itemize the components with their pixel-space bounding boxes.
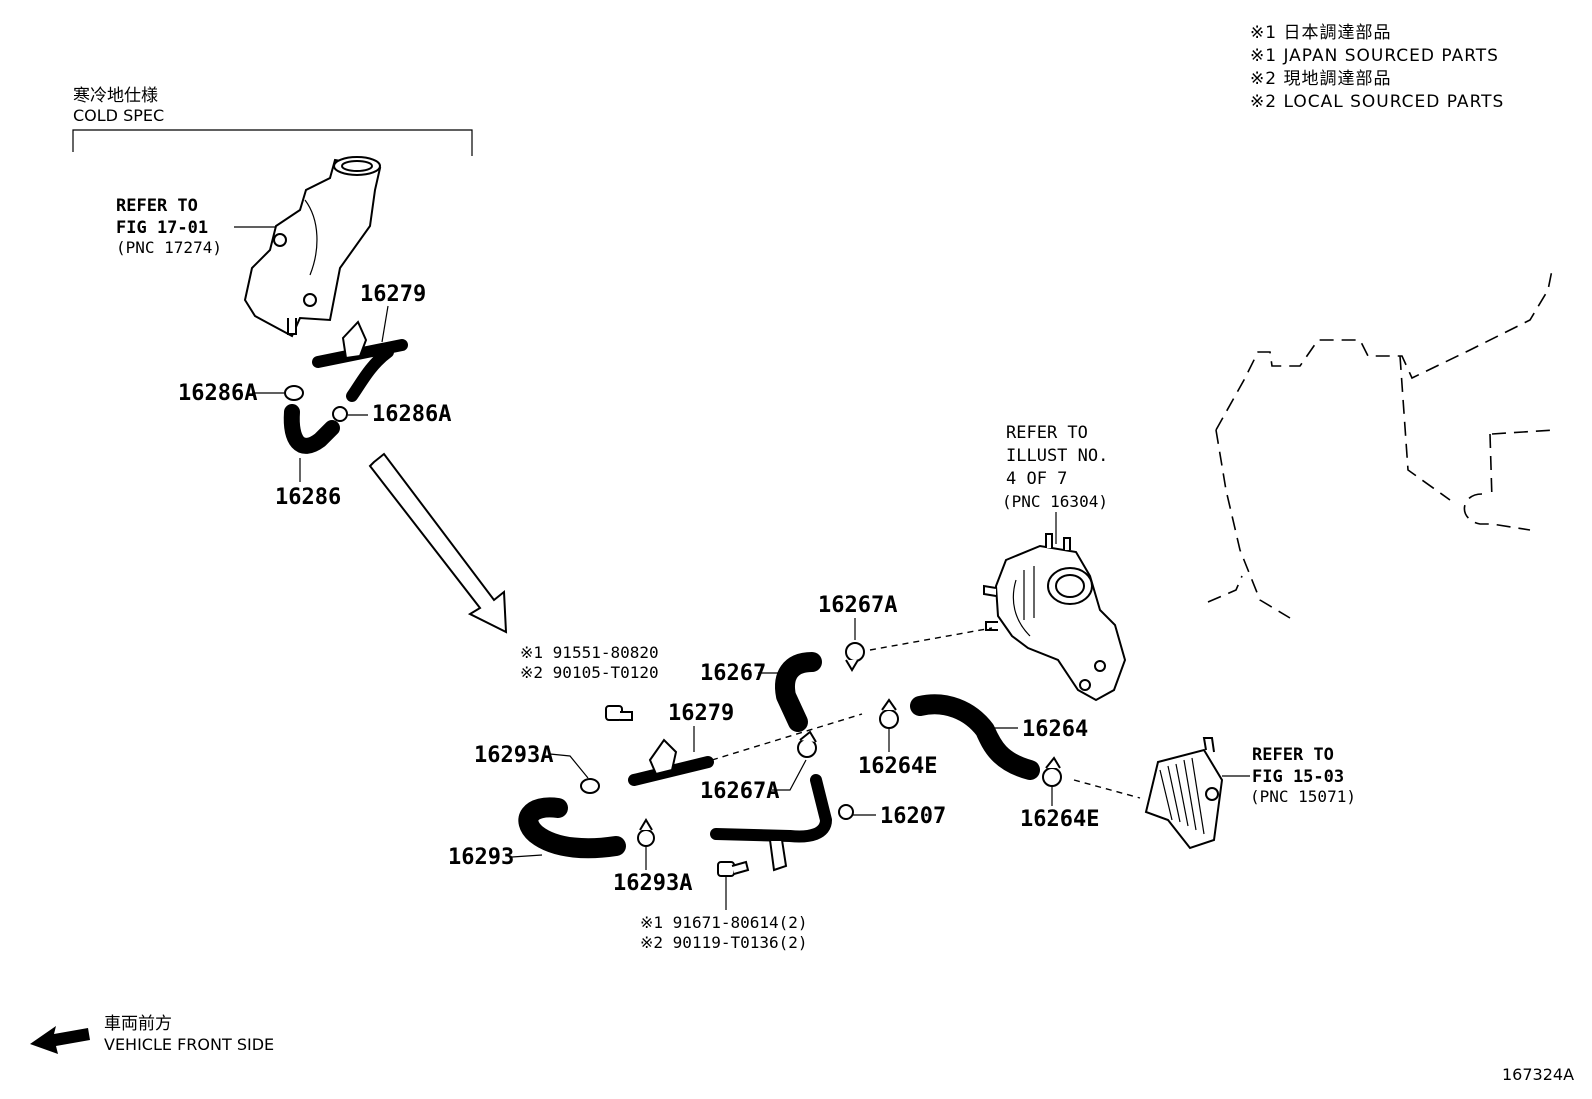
ref-17-line2: FIG 17-01 — [116, 218, 208, 238]
pipe-16279-top: 16279 — [312, 282, 426, 402]
sourcing-notes: ※1 日本調達部品 ※1 JAPAN SOURCED PARTS ※2 現地調達… — [1250, 23, 1504, 112]
label-16264E-right: 16264E — [1020, 807, 1099, 832]
clamp-16293A-top: 16293A — [474, 743, 600, 794]
bolt-bottom-group: ※1 91671-80614(2) ※2 90119-T0136(2) — [640, 860, 808, 952]
bolt-top-line1: ※1 91551-80820 — [520, 643, 659, 662]
front-arrow-icon — [30, 1026, 90, 1054]
bolt-top-group: ※1 91551-80820 ※2 90105-T0120 — [520, 643, 659, 721]
detail-arrow — [368, 452, 508, 634]
note-line-3: ※2 現地調達部品 — [1250, 69, 1391, 89]
label-16286A-right: 16286A — [372, 402, 451, 427]
ref-15-line1: REFER TO — [1252, 745, 1334, 765]
label-16264: 16264 — [1022, 717, 1088, 742]
hose-16293: 16293 — [448, 797, 626, 870]
cold-spec-group: 寒冷地仕様 COLD SPEC — [72, 86, 473, 156]
label-16267A-top: 16267A — [818, 593, 897, 618]
label-16286A-left: 16286A — [178, 381, 257, 406]
clamp-16264E-mid: 16264E — [858, 698, 937, 779]
clamp-16267A-bottom: 16267A — [700, 730, 817, 804]
hose-16264: 16264 — [910, 694, 1088, 780]
label-16207: 16207 — [880, 804, 946, 829]
ref-17-line1: REFER TO — [116, 196, 198, 216]
cold-spec-bracket — [72, 129, 473, 156]
hose-16286-group: 16286A 16286A 16286 — [178, 381, 451, 510]
clamp-16264E-right: 16264E — [1020, 756, 1141, 832]
ref-16304-line2: ILLUST NO. — [1006, 446, 1108, 466]
front-label-en: VEHICLE FRONT SIDE — [104, 1035, 274, 1054]
bolt-top-line2: ※2 90105-T0120 — [520, 663, 659, 682]
hose-16267: 16267 — [700, 652, 822, 732]
clamp-16267A-top: 16267A — [818, 593, 993, 672]
label-16264E-mid: 16264E — [858, 754, 937, 779]
ref-fig-17-01: REFER TO FIG 17-01 (PNC 17274) — [116, 196, 275, 257]
label-16293A-bottom: 16293A — [613, 871, 692, 896]
label-16279-top: 16279 — [360, 282, 426, 307]
bolt-bottom-line2: ※2 90119-T0136(2) — [640, 933, 808, 952]
ref-16304-line1: REFER TO — [1006, 423, 1088, 443]
illustration-number: 167324A — [1502, 1065, 1574, 1084]
vehicle-front-indicator: 車両前方 VEHICLE FRONT SIDE — [30, 1014, 274, 1054]
bolt-bottom-line1: ※1 91671-80614(2) — [640, 913, 808, 932]
engine-outline — [1207, 269, 1555, 619]
water-pump-part — [983, 533, 1127, 702]
label-16267A-bottom: 16267A — [700, 779, 779, 804]
note-line-4: ※2 LOCAL SOURCED PARTS — [1250, 92, 1504, 112]
clamp-16293A-bottom: 16293A — [613, 818, 692, 896]
label-16286: 16286 — [275, 485, 341, 510]
front-label-jp: 車両前方 — [104, 1014, 172, 1034]
note-line-1: ※1 日本調達部品 — [1250, 23, 1391, 43]
label-16267: 16267 — [700, 661, 766, 686]
note-line-2: ※1 JAPAN SOURCED PARTS — [1250, 46, 1499, 66]
ref-15-line2: FIG 15-03 — [1252, 767, 1344, 787]
pipe-16279-main: 16279 — [628, 701, 863, 786]
cold-spec-en: COLD SPEC — [73, 106, 164, 125]
ref-16304-line4: (PNC 16304) — [1002, 492, 1108, 511]
ref-fig-15-03: REFER TO FIG 15-03 (PNC 15071) — [1222, 745, 1356, 806]
label-16293A-top: 16293A — [474, 743, 553, 768]
ref-17-line3: (PNC 17274) — [116, 238, 222, 257]
label-16293: 16293 — [448, 845, 514, 870]
oil-cooler-part — [1144, 737, 1224, 850]
label-16279-main: 16279 — [668, 701, 734, 726]
ref-illust-4-of-7: REFER TO ILLUST NO. 4 OF 7 (PNC 16304) — [1002, 423, 1108, 544]
cold-spec-jp: 寒冷地仕様 — [73, 86, 158, 106]
pipe-16207: 16207 — [710, 774, 946, 872]
ref-15-line3: (PNC 15071) — [1250, 787, 1356, 806]
water-outlet-part — [243, 156, 382, 338]
ref-16304-line3: 4 OF 7 — [1006, 469, 1067, 489]
